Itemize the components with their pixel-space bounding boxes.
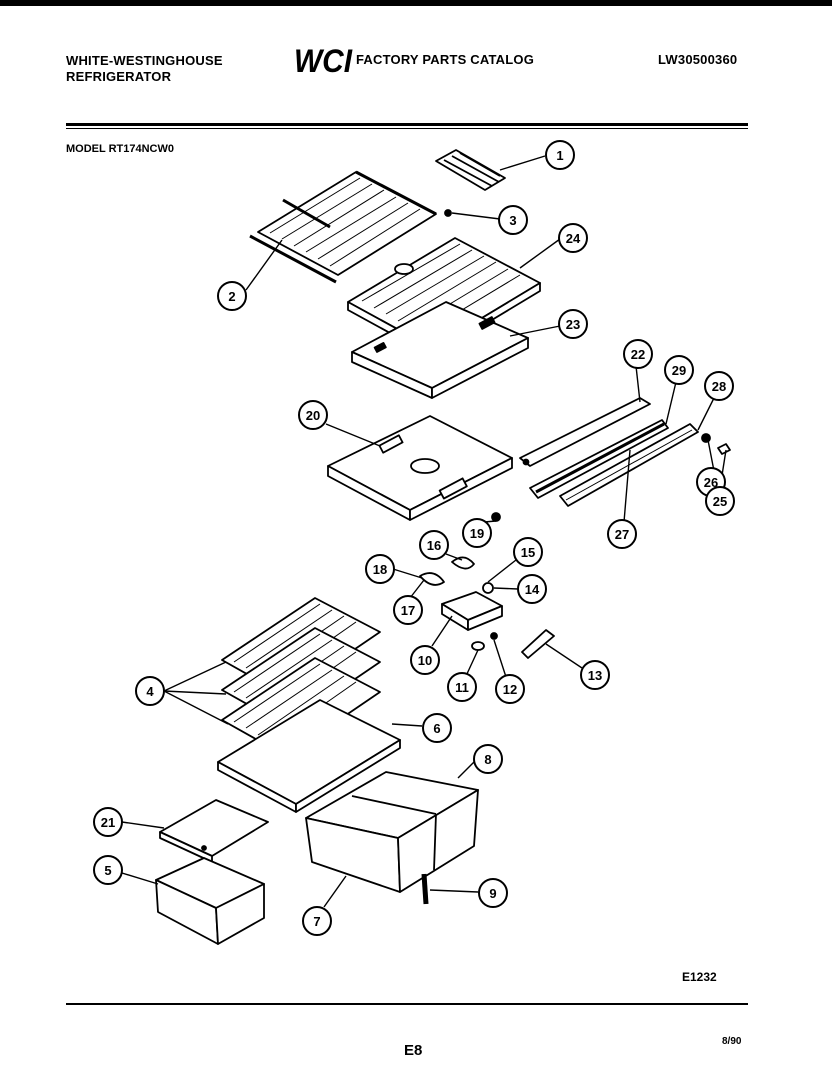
callout-16: 16 (419, 530, 449, 560)
callout-21: 21 (93, 807, 123, 837)
callout-12: 12 (495, 674, 525, 704)
svg-text:14: 14 (525, 582, 540, 597)
svg-text:4: 4 (146, 684, 154, 699)
svg-text:16: 16 (427, 538, 441, 553)
svg-text:18: 18 (373, 562, 387, 577)
part-20-housing (327, 415, 513, 521)
svg-text:WCI: WCI (294, 43, 353, 76)
brand-name: WHITE-WESTINGHOUSE (66, 53, 223, 68)
svg-text:22: 22 (631, 347, 645, 362)
svg-text:7: 7 (313, 914, 320, 929)
callout-11: 11 (447, 672, 477, 702)
svg-text:6: 6 (433, 721, 440, 736)
figure-id: E1232 (682, 970, 717, 984)
header-rule-thick (66, 123, 748, 126)
svg-text:15: 15 (521, 545, 535, 560)
product-type: REFRIGERATOR (66, 69, 172, 84)
callout-19: 19 (462, 518, 492, 548)
callout-7: 7 (302, 906, 332, 936)
callout-8: 8 (473, 744, 503, 774)
svg-text:11: 11 (455, 680, 469, 695)
svg-text:10: 10 (418, 653, 432, 668)
model-label: MODEL RT174NCW0 (66, 143, 174, 155)
svg-text:5: 5 (104, 863, 111, 878)
callout-29: 29 (664, 355, 694, 385)
callout-2: 2 (217, 281, 247, 311)
svg-text:2: 2 (228, 289, 235, 304)
svg-text:12: 12 (503, 682, 517, 697)
callout-5: 5 (93, 855, 123, 885)
callout-3: 3 (498, 205, 528, 235)
svg-text:3: 3 (509, 213, 516, 228)
callout-25: 25 (705, 486, 735, 516)
callout-27: 27 (607, 519, 637, 549)
header-rule-thin (66, 128, 748, 129)
callout-23: 23 (558, 309, 588, 339)
brand-block: WHITE-WESTINGHOUSE REFRIGERATOR (66, 53, 286, 85)
footer-rule (66, 1003, 748, 1005)
callout-9: 9 (478, 878, 508, 908)
wci-logo: WCI (294, 43, 353, 76)
part-2-wire-shelf (249, 170, 437, 284)
callout-15: 15 (513, 537, 543, 567)
part-6-crisper-cover (217, 699, 401, 813)
svg-text:25: 25 (713, 494, 727, 509)
revision-date: 8/90 (722, 1036, 742, 1047)
svg-text:1: 1 (556, 148, 563, 163)
part-10-control-box (441, 591, 503, 631)
callout-6: 6 (422, 713, 452, 743)
page-number: E8 (404, 1042, 423, 1059)
svg-text:13: 13 (588, 668, 602, 683)
part-29-rail (529, 419, 669, 499)
callout-22: 22 (623, 339, 653, 369)
svg-text:28: 28 (712, 379, 726, 394)
svg-text:20: 20 (306, 408, 320, 423)
svg-text:27: 27 (615, 527, 629, 542)
callout-17: 17 (393, 595, 423, 625)
callout-14: 14 (517, 574, 547, 604)
svg-text:24: 24 (566, 231, 581, 246)
part-21-cover (159, 799, 269, 863)
svg-text:21: 21 (101, 815, 115, 830)
svg-text:9: 9 (489, 886, 496, 901)
callout-18: 18 (365, 554, 395, 584)
top-border (0, 0, 832, 6)
callout-28: 28 (704, 371, 734, 401)
callout-20: 20 (298, 400, 328, 430)
svg-text:26: 26 (704, 475, 718, 490)
callout-10: 10 (410, 645, 440, 675)
part-1-rack (435, 149, 506, 191)
svg-text:29: 29 (672, 363, 686, 378)
callout-13: 13 (580, 660, 610, 690)
callout-24: 24 (558, 223, 588, 253)
leader-lines (121, 155, 727, 908)
catalog-number: LW30500360 (658, 52, 738, 67)
part-22-rail (519, 397, 651, 467)
svg-text:19: 19 (470, 526, 484, 541)
svg-text:8: 8 (484, 752, 491, 767)
svg-text:17: 17 (401, 603, 415, 618)
part-23-panel (351, 301, 529, 399)
part-8-crisper-drawer (305, 771, 479, 893)
catalog-title: FACTORY PARTS CATALOG (356, 52, 535, 67)
callout-1: 1 (545, 140, 575, 170)
callout-4: 4 (135, 676, 165, 706)
part-5-meat-keeper (155, 857, 265, 945)
svg-text:23: 23 (566, 317, 580, 332)
